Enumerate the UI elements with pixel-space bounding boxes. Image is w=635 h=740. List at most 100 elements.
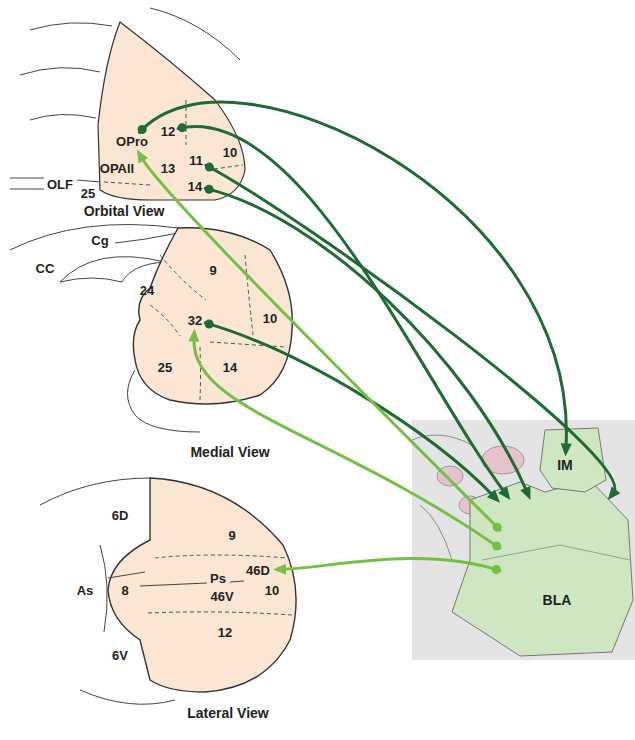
sulcus-line (20, 68, 100, 75)
origin-dot (205, 163, 214, 172)
area-boundary (150, 305, 180, 336)
olfactory-tract (10, 189, 44, 190)
origin-dot (493, 523, 502, 532)
area-name: IM (557, 458, 573, 473)
medial-cortex-region (133, 228, 292, 404)
area-label: 14 (223, 360, 237, 375)
area-label: 6D (112, 508, 129, 523)
principal-sulcus (230, 581, 244, 582)
origin-dot (205, 185, 214, 194)
projection-arrow (137, 150, 502, 532)
principal-sulcus (140, 583, 207, 586)
area-boundary (200, 347, 202, 400)
projection-arrow (138, 102, 572, 456)
area-label: As (77, 583, 94, 598)
view-region: Medial View 32 (30, 220, 302, 465)
area-boundary (210, 342, 285, 347)
im-region (540, 428, 606, 492)
area-name: 12 (161, 124, 175, 139)
area-label: 9 (209, 263, 216, 278)
area-name: 32 (188, 313, 202, 328)
amygdala-nucleus: BLA (500, 500, 615, 625)
arcuate-sulcus (100, 545, 107, 632)
projection-line (139, 102, 566, 447)
bla-region (452, 480, 633, 656)
brain-area: OPro (113, 133, 151, 150)
area-label: 24 (140, 283, 154, 298)
brain-area: 32 (185, 312, 205, 329)
origin-dot (492, 565, 501, 574)
area-label: OPAll (100, 161, 134, 176)
origin-dot (178, 123, 187, 132)
area-label: 8 (121, 583, 128, 598)
region-title: BLA (543, 592, 572, 608)
sulcus-line (30, 23, 112, 30)
brain-area: 11 (186, 152, 206, 169)
sulcus-line (30, 114, 96, 120)
arrow-head (188, 329, 199, 342)
arrow-head (561, 443, 572, 456)
arrow-head (137, 150, 148, 164)
area-name: 46D (246, 563, 270, 578)
area-label: 25 (158, 360, 172, 375)
area-boundary (245, 255, 253, 335)
area-name: 11 (189, 153, 203, 168)
origin-dot (138, 125, 147, 134)
origin-dot (205, 320, 214, 329)
projection-line (194, 337, 500, 548)
projection-arrow (273, 559, 501, 575)
area-boundary (104, 182, 150, 185)
projection-line (178, 127, 505, 493)
area-label: 13 (161, 161, 175, 176)
area-label: 10 (265, 583, 279, 598)
sulcus-line (150, 8, 240, 60)
area-name: OPro (116, 134, 148, 149)
arcuate-sulcus (108, 572, 145, 578)
brain-outline (80, 690, 175, 704)
arrow-head (487, 490, 500, 503)
section-outline (412, 435, 472, 445)
area-boundary (160, 255, 206, 300)
area-label: 12 (218, 625, 232, 640)
area-label: 6V (112, 648, 128, 663)
area-label: 10 (263, 311, 277, 326)
area-label: Ps (210, 571, 226, 586)
origin-dot (492, 541, 501, 550)
area-label: 9 (228, 528, 235, 543)
corpus-callosum (60, 257, 165, 282)
projection-line (282, 559, 500, 571)
projection-line (206, 165, 615, 493)
projection-line (205, 323, 494, 496)
view-region: Orbital View OPro 12 11 14 (40, 15, 255, 225)
brain-outline (10, 224, 178, 250)
region-title: Medial View (190, 444, 269, 460)
area-label: 46V (210, 589, 233, 604)
area-name: 14 (188, 179, 202, 194)
projection-arrow (205, 320, 500, 503)
brain-area: 14 (185, 178, 205, 195)
projection-arrow (188, 329, 501, 551)
arrow-head (498, 486, 510, 500)
view-region: Lateral View 46D (70, 470, 305, 725)
area-label: CC (36, 261, 55, 276)
area-label: OLF (47, 177, 73, 192)
cingulate-sulcus (115, 233, 178, 243)
area-boundary (148, 612, 292, 615)
olfactory-tract (10, 178, 44, 179)
brain-outline (40, 478, 150, 505)
arrow-head (520, 486, 530, 500)
arrow-head (273, 564, 286, 575)
lateral-cortex-region (108, 478, 296, 692)
brain-area: 12 (158, 123, 178, 140)
region-title: Lateral View (187, 705, 268, 721)
amygdala-section (412, 420, 635, 660)
brain-outline (128, 370, 201, 432)
brain-area: 46D (243, 562, 273, 579)
area-label: 25 (81, 186, 95, 201)
area-label: 10 (223, 145, 237, 160)
nucleus-boundary (482, 545, 630, 560)
area-label: Cg (91, 233, 108, 248)
region-title: Orbital View (84, 203, 165, 219)
